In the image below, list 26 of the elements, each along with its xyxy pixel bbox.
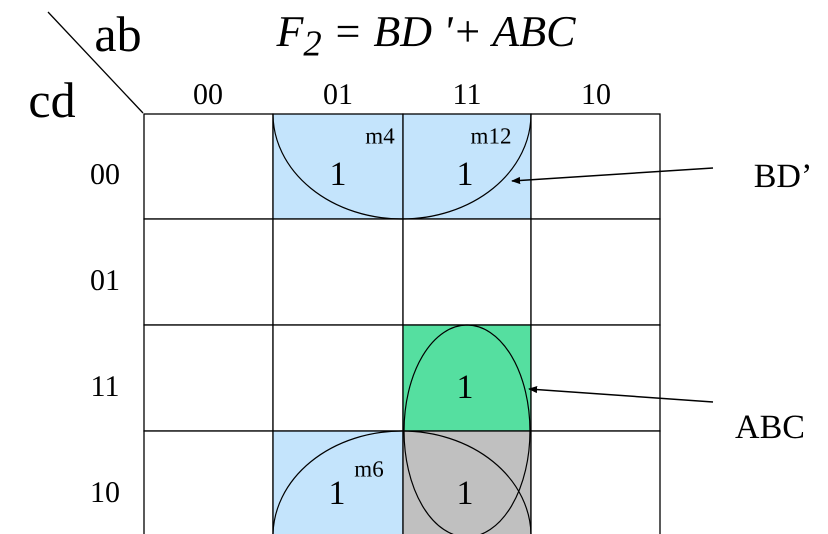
row-header: 00 xyxy=(90,160,120,190)
column-header: 11 xyxy=(452,80,482,110)
leader-line xyxy=(511,167,714,184)
cell-value: 1 xyxy=(456,371,474,405)
minterm-label: m12 xyxy=(470,124,512,148)
column-header: 10 xyxy=(581,80,611,110)
row-header: 11 xyxy=(90,372,120,402)
formula-title: F$_{2}$ = BD '+ ABC xyxy=(276,10,576,62)
grouping-loop xyxy=(272,430,532,534)
column-header: 00 xyxy=(193,80,223,110)
axis-variable-label: cd xyxy=(28,75,76,125)
group-label: ABC xyxy=(735,411,805,445)
row-header: 10 xyxy=(90,478,120,508)
grouping-loop xyxy=(272,114,532,220)
cell-value: 1 xyxy=(456,158,474,192)
cell-value: 1 xyxy=(328,477,346,511)
group-label: BD’ xyxy=(754,160,812,194)
column-header: 01 xyxy=(323,80,353,110)
minterm-label: m6 xyxy=(354,458,384,480)
row-header: 01 xyxy=(90,266,120,296)
cell-value: 1 xyxy=(456,477,474,511)
minterm-label: m4 xyxy=(365,124,395,148)
leader-line xyxy=(528,386,714,403)
grouping-loop xyxy=(404,324,530,534)
axis-variable-label: ab xyxy=(94,9,142,59)
cell-value: 1 xyxy=(330,158,346,192)
